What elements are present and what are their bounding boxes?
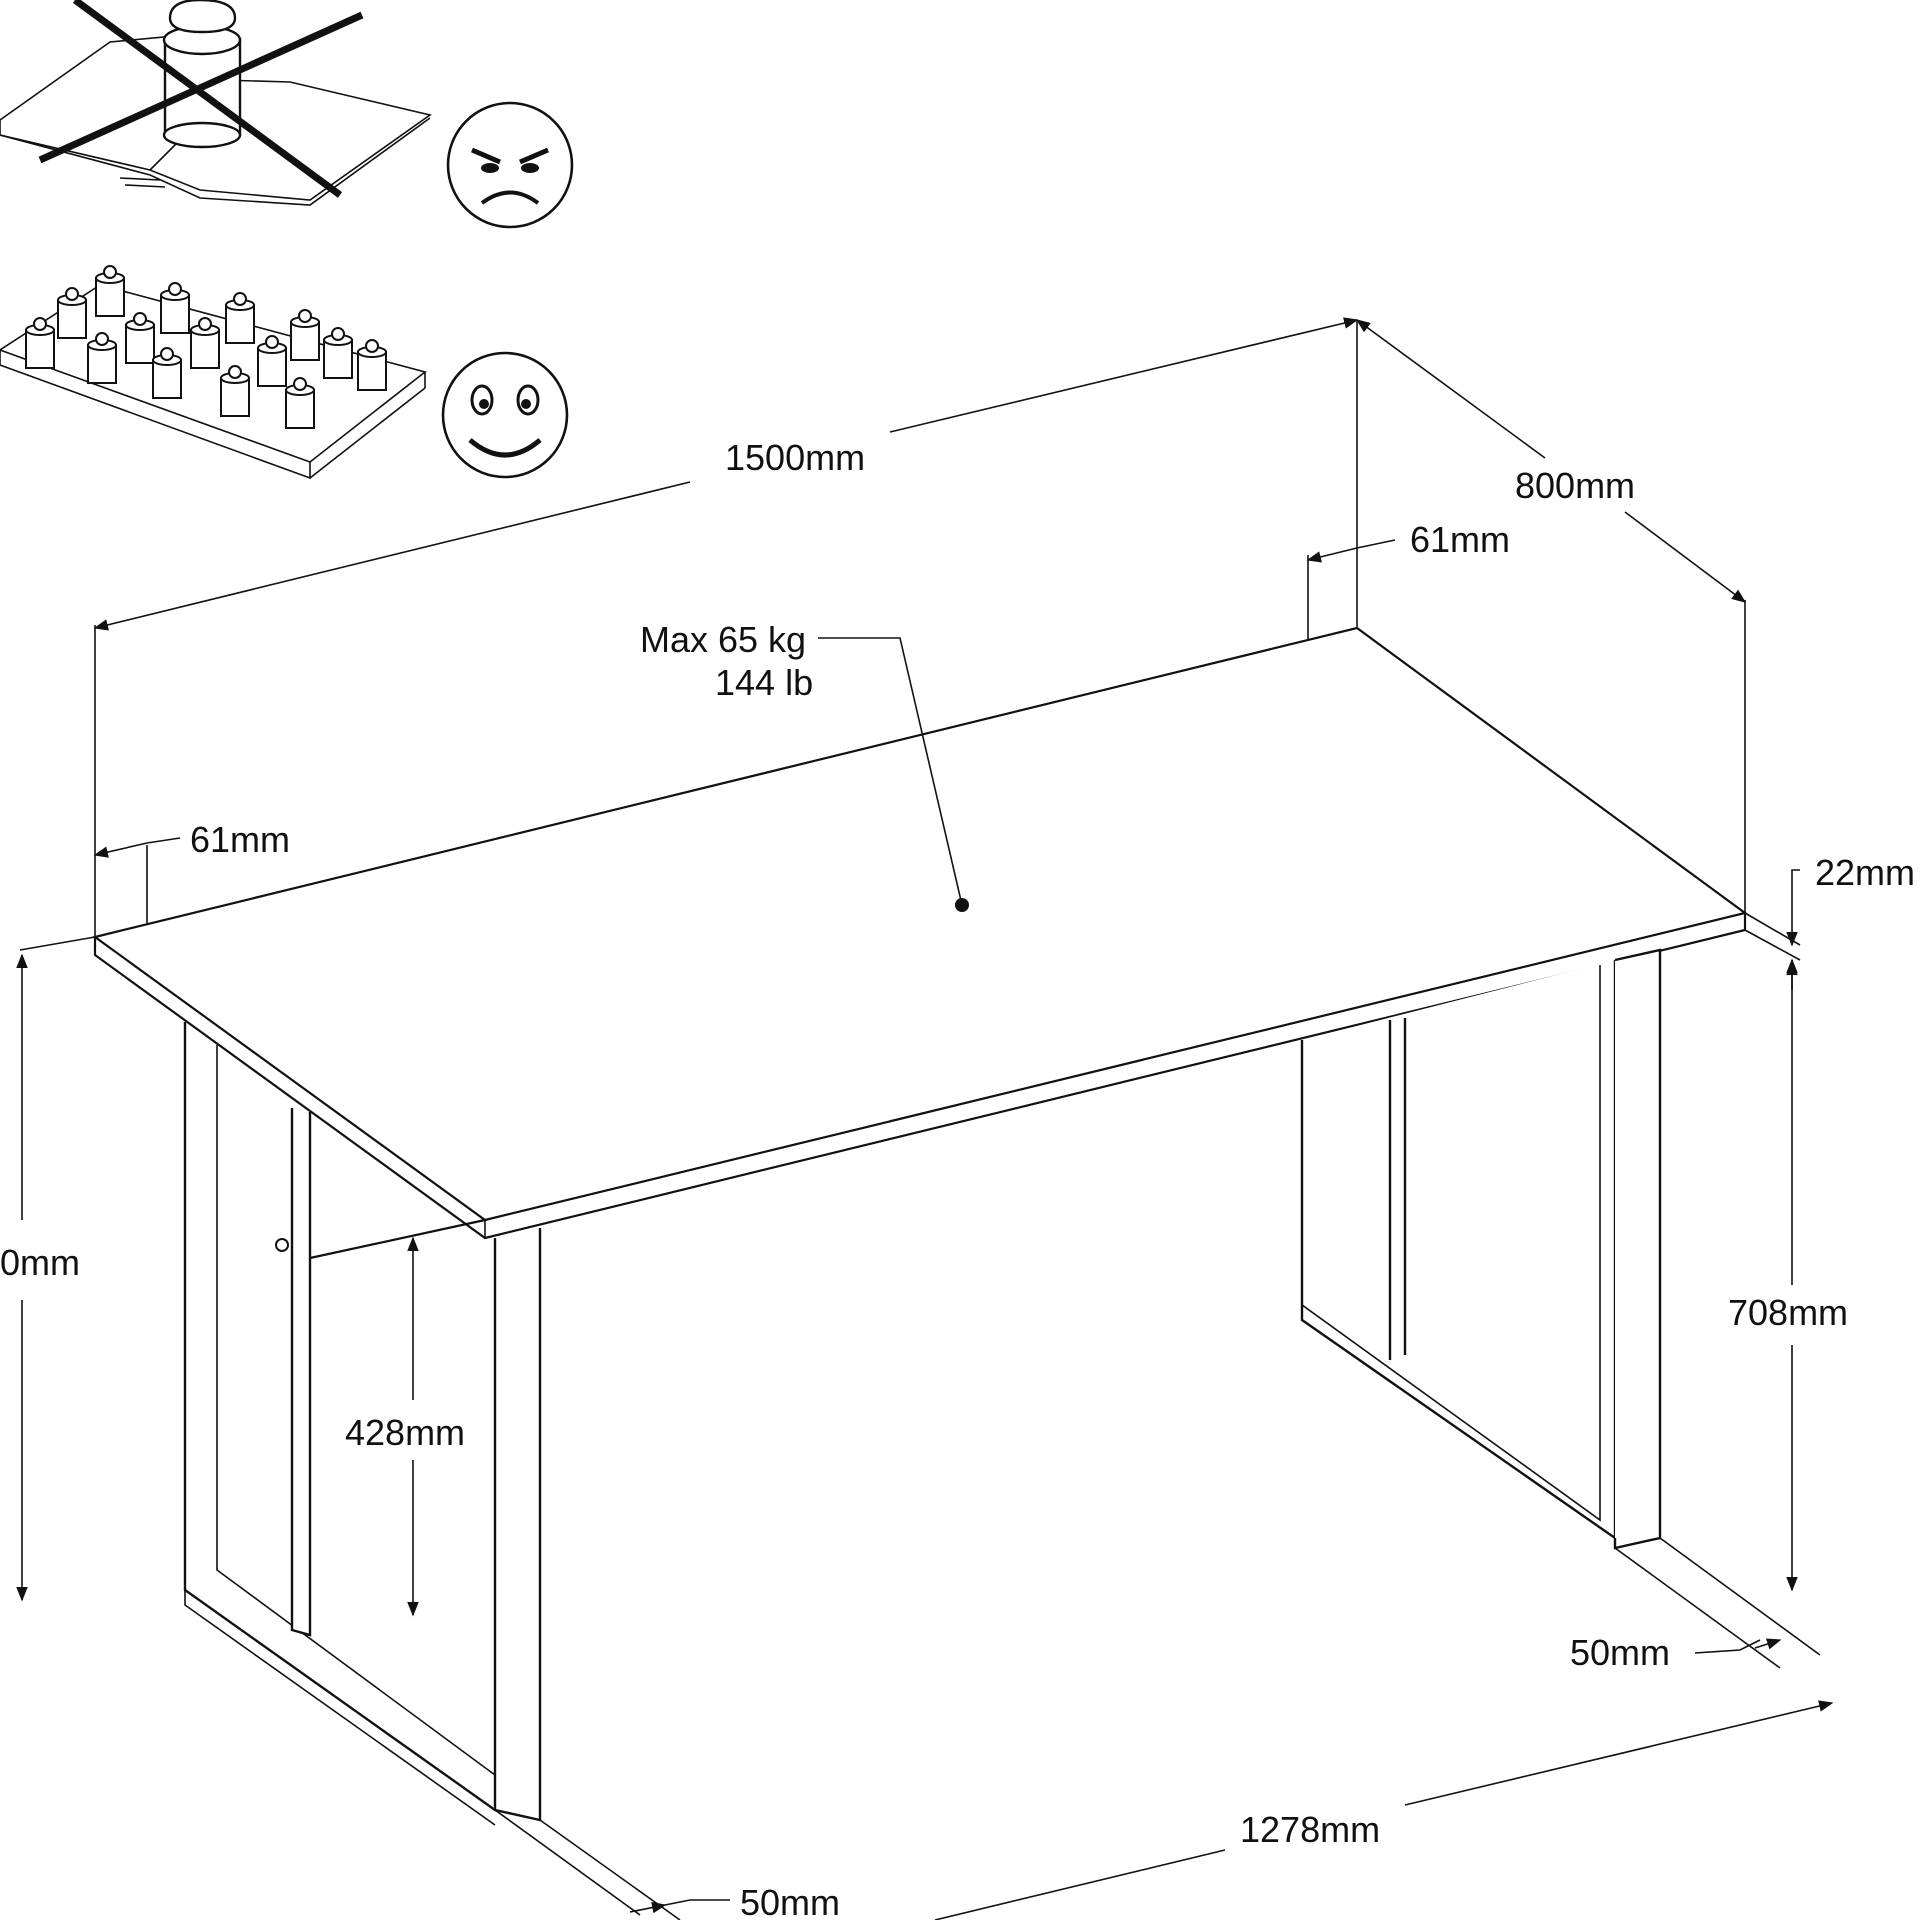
inset-front-label: 61mm [190, 819, 290, 860]
modesty-panel [290, 1108, 312, 1637]
inner-span-label: 1278mm [1240, 1809, 1380, 1850]
cross-out-icon [38, 0, 364, 198]
leg-front-right [493, 1228, 542, 1822]
top-thickness-label: 22mm [1815, 852, 1915, 893]
concentrated-load-illustration [0, 0, 432, 206]
max-load-lb-label: 144 lb [715, 662, 813, 703]
angry-face-icon [446, 101, 574, 229]
width-label: 1500mm [725, 437, 865, 478]
inset-back-label: 61mm [1410, 519, 1510, 560]
leg-width-front-label: 50mm [740, 1882, 840, 1920]
smiling-face-icon [441, 351, 569, 479]
distributed-load-illustration [0, 265, 427, 480]
dimension-labels: 1500mm 800mm 61mm 61mm 22mm 0mm 708mm 42… [0, 437, 1915, 1920]
leg-width-back-label: 50mm [1570, 1632, 1670, 1673]
weight-icon [162, 0, 242, 149]
panel-height-label: 428mm [345, 1412, 465, 1453]
dimension-lines [16, 317, 1834, 1920]
leg-back-right [1300, 960, 1617, 1541]
depth-label: 800mm [1515, 465, 1635, 506]
total-height-label: 0mm [0, 1242, 80, 1283]
weights-group-icon [25, 265, 387, 429]
leg-height-label: 708mm [1728, 1292, 1848, 1333]
fixing-hole-icon [275, 1238, 289, 1252]
max-load-kg-label: Max 65 kg [640, 619, 806, 660]
table-drawing [92, 626, 1748, 1826]
